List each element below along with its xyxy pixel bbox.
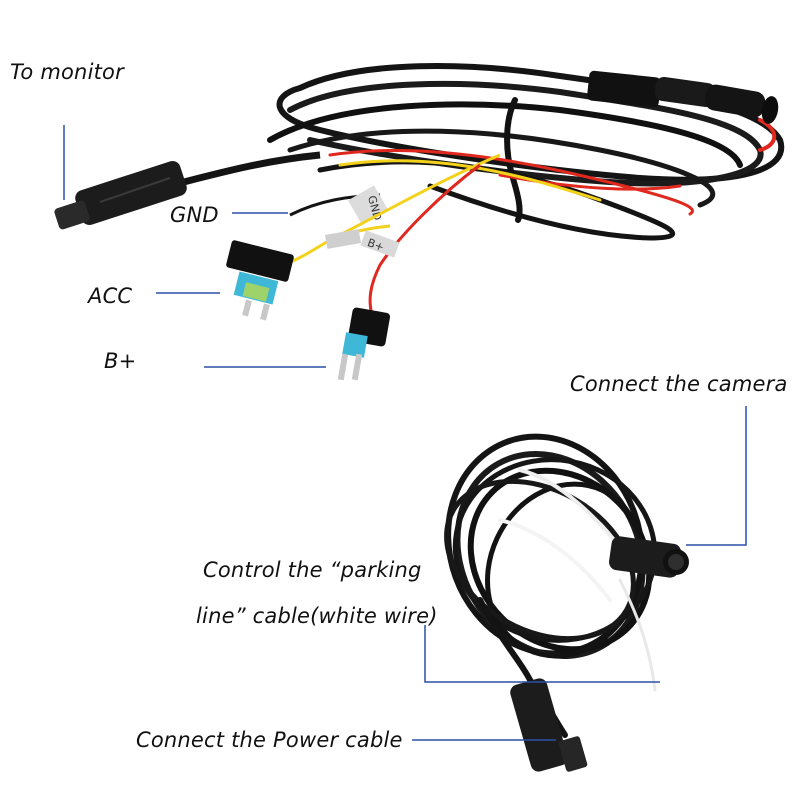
label-gnd: GND xyxy=(170,203,219,227)
camera-cable-coil xyxy=(444,433,658,738)
label-parking-line-1: Control the “parking xyxy=(203,558,422,582)
acc-wire xyxy=(226,153,501,321)
label-connect-power: Connect the Power cable xyxy=(136,728,403,752)
inline-connectors xyxy=(587,70,779,124)
power-connector xyxy=(510,678,588,772)
monitor-connector xyxy=(54,151,321,230)
label-to-monitor: To monitor xyxy=(10,60,124,84)
camera-connector xyxy=(609,536,689,578)
power-harness xyxy=(267,63,785,241)
label-parking-line-2: line” cable(white wire) xyxy=(196,604,438,628)
fuse-green xyxy=(242,282,270,302)
leader-camera xyxy=(686,406,747,546)
bplus-wire-tag: B+ xyxy=(366,236,386,254)
leader-parking xyxy=(424,625,660,683)
fuse-holder xyxy=(226,240,294,282)
label-connect-camera: Connect the camera xyxy=(570,372,788,396)
label-b-plus: B+ xyxy=(104,349,137,373)
leader-lines xyxy=(63,125,747,741)
bplus-wire: B+ xyxy=(337,163,481,381)
label-acc: ACC xyxy=(88,284,133,308)
